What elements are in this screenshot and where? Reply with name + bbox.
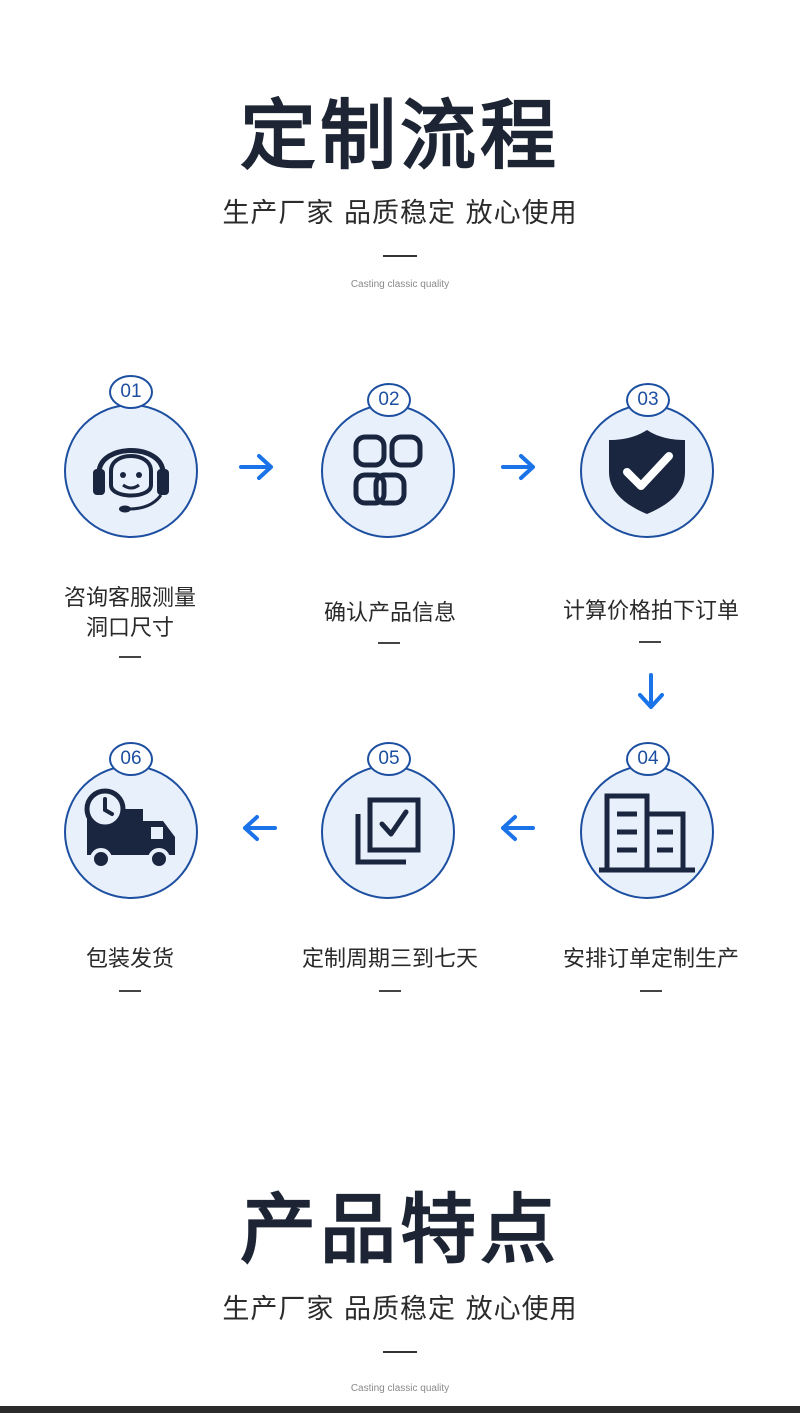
step-5-circle bbox=[321, 765, 455, 899]
headset-icon bbox=[93, 448, 169, 513]
step-4-label: 安排订单定制生产 bbox=[562, 947, 739, 972]
step-6-label: 包装发货 bbox=[85, 947, 174, 972]
features-english: Casting classic quality bbox=[350, 1383, 450, 1394]
step-2-label: 确认产品信息 bbox=[323, 601, 456, 626]
arrow-right-icon bbox=[501, 454, 535, 480]
step-1-badge: 01 bbox=[109, 375, 153, 409]
step-3-label: 计算价格拍下订单 bbox=[562, 599, 739, 624]
checklist-icon bbox=[355, 797, 421, 865]
product-grid-icon bbox=[353, 434, 423, 506]
bottom-bar bbox=[0, 1406, 800, 1413]
step-2-circle bbox=[321, 404, 455, 538]
process-subtitle: 生产厂家 品质稳定 放心使用 bbox=[222, 198, 578, 229]
step-4-dash bbox=[640, 990, 662, 992]
process-title: 定制流程 bbox=[240, 91, 560, 180]
arrow-right-icon bbox=[239, 454, 273, 480]
shield-check-icon bbox=[609, 430, 685, 514]
step-4-circle bbox=[580, 765, 714, 899]
features-header: 产品特点 生产厂家 品质稳定 放心使用 Casting classic qual… bbox=[0, 1185, 800, 1395]
step-1-label: 咨询客服测量 洞口尺寸 bbox=[63, 586, 196, 641]
factory-building-icon bbox=[599, 793, 695, 873]
step-4-badge: 04 bbox=[626, 742, 670, 776]
features-title: 产品特点 bbox=[240, 1185, 560, 1274]
step-2-badge: 02 bbox=[367, 383, 411, 417]
step-5-label: 定制周期三到七天 bbox=[301, 947, 478, 972]
step-5-dash bbox=[379, 990, 401, 992]
step-6-badge: 06 bbox=[109, 742, 153, 776]
arrow-down-icon bbox=[638, 673, 664, 709]
step-6-dash bbox=[119, 990, 141, 992]
delivery-truck-icon bbox=[84, 788, 175, 870]
step-3-circle bbox=[580, 404, 714, 538]
step-2-dash bbox=[378, 642, 400, 644]
features-divider bbox=[383, 1351, 417, 1353]
step-6-circle bbox=[64, 765, 198, 899]
step-1-circle bbox=[64, 404, 198, 538]
process-english: Casting classic quality bbox=[350, 279, 450, 290]
step-3-dash bbox=[639, 641, 661, 643]
step-3-badge: 03 bbox=[626, 383, 670, 417]
arrow-left-icon bbox=[243, 815, 277, 841]
step-5-badge: 05 bbox=[367, 742, 411, 776]
process-header: 定制流程 生产厂家 品质稳定 放心使用 Casting classic qual… bbox=[0, 91, 800, 291]
arrow-left-icon bbox=[501, 815, 535, 841]
process-divider bbox=[383, 255, 417, 257]
step-1-dash bbox=[119, 656, 141, 658]
features-subtitle: 生产厂家 品质稳定 放心使用 bbox=[222, 1294, 578, 1325]
